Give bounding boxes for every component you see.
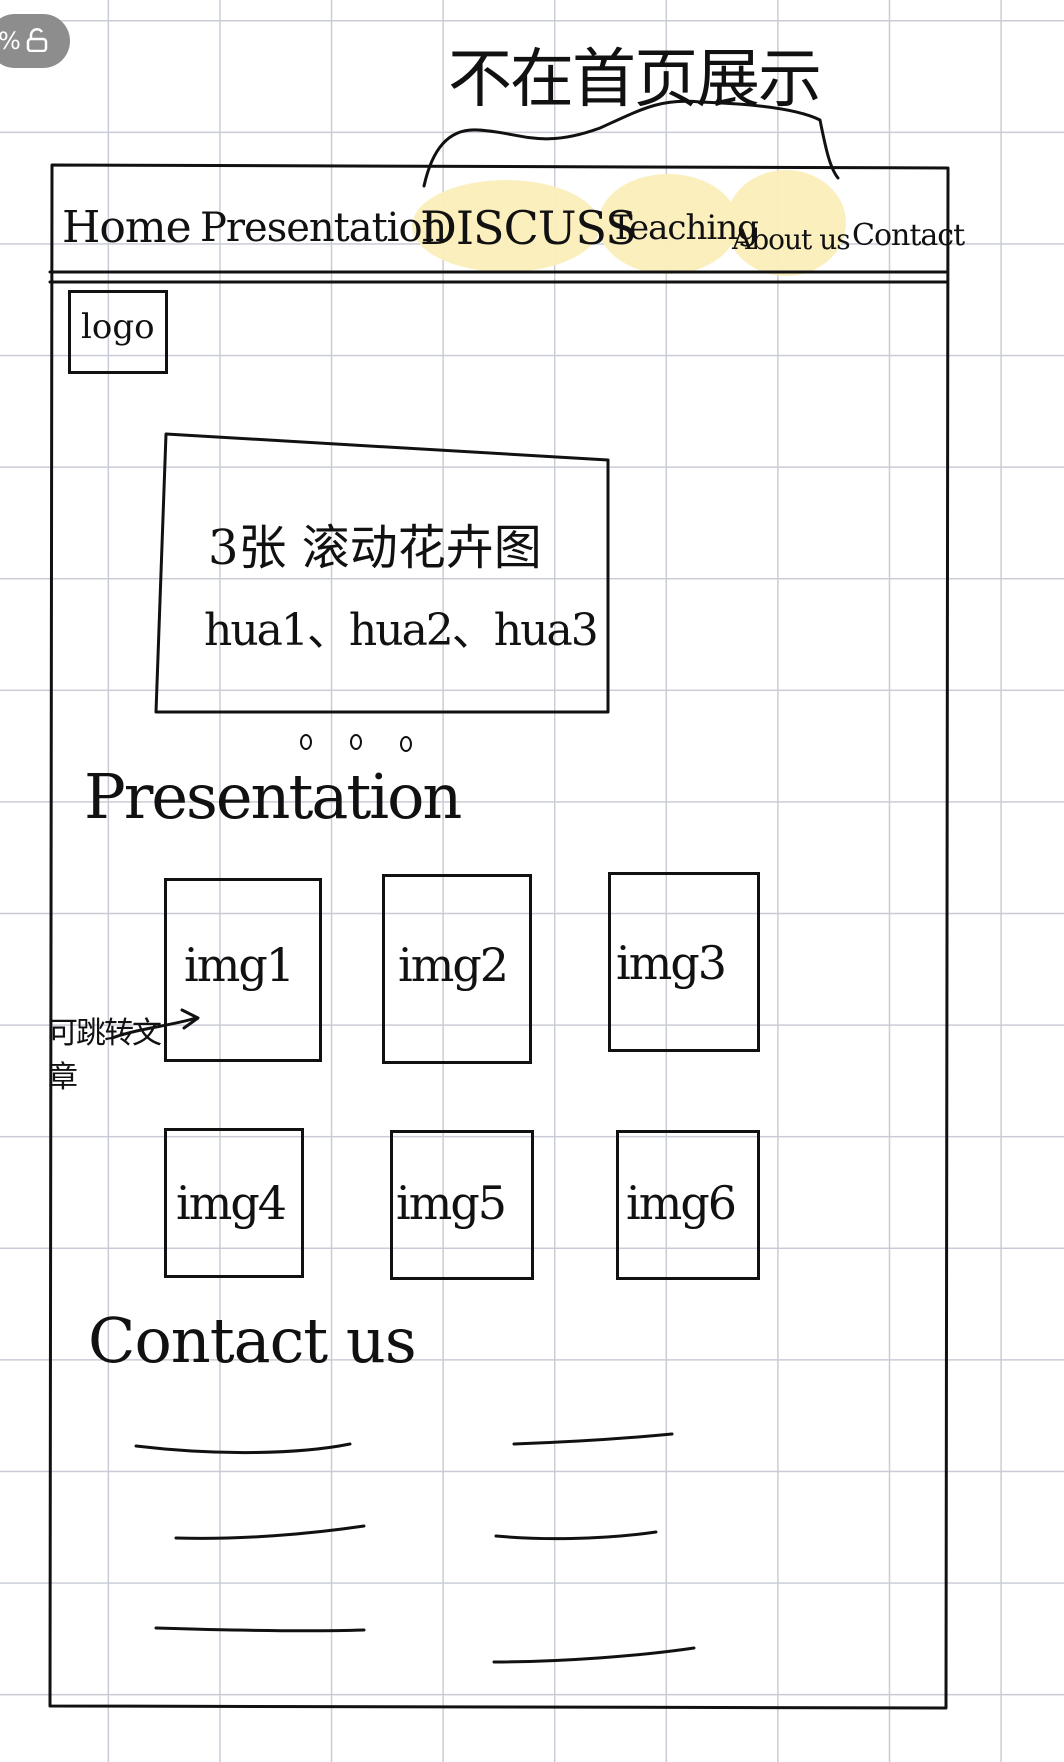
image-card-5[interactable] (390, 1130, 534, 1280)
unlock-icon[interactable] (26, 28, 48, 52)
image-card-3[interactable] (608, 872, 760, 1052)
nav-item-teaching[interactable]: Teaching (610, 208, 759, 248)
image-card-2[interactable] (382, 874, 532, 1064)
image-label-2: img2 (398, 938, 509, 992)
zoom-indicator[interactable]: % (0, 14, 70, 68)
image-label-5: img5 (396, 1176, 507, 1230)
image-label-3: img3 (616, 936, 727, 990)
highlight-teaching (598, 174, 738, 274)
image-label-1: img1 (184, 938, 295, 992)
contact-title: Contact us (88, 1304, 417, 1377)
image-card-1[interactable] (164, 878, 322, 1062)
carousel-dot-1[interactable] (300, 734, 312, 750)
nav-item-discuss[interactable]: DISCUSS (420, 201, 637, 255)
zoom-text: % (0, 27, 21, 55)
carousel-dot-2[interactable] (350, 734, 362, 750)
highlight-discuss (412, 180, 600, 272)
image-card-6[interactable] (616, 1130, 760, 1280)
highlight-about (726, 170, 846, 276)
logo-text: logo (81, 307, 155, 347)
nav-item-about[interactable]: About us (732, 223, 851, 256)
nav-item-presentation[interactable]: Presentation (200, 205, 447, 251)
nav-item-contact[interactable]: Contact (852, 218, 965, 253)
logo-box[interactable]: logo (68, 290, 168, 374)
image-label-6: img6 (626, 1176, 737, 1230)
nav-item-home[interactable]: Home (62, 202, 192, 253)
image-card-4[interactable] (164, 1128, 304, 1278)
carousel-caption-1: 3张 滚动花卉图 (208, 520, 542, 576)
carousel-dot-3[interactable] (400, 736, 412, 752)
carousel-caption-2: hua1、hua2、hua3 (204, 605, 599, 656)
presentation-title: Presentation (84, 760, 462, 833)
side-annotation: 可跳转文章 (48, 1016, 162, 1095)
image-label-4: img4 (176, 1176, 287, 1230)
